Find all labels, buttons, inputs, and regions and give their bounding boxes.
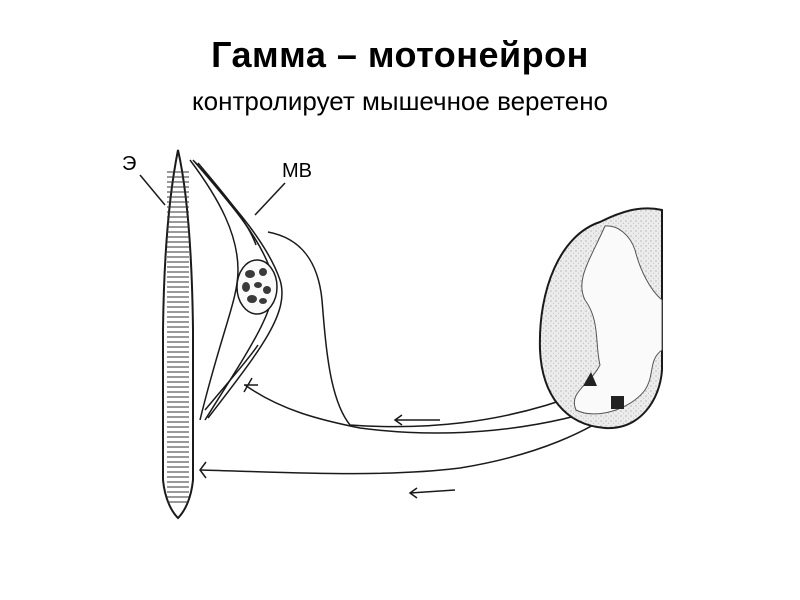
label-spindle: МВ <box>282 160 312 182</box>
alpha-end-plate <box>199 461 207 479</box>
gamma-motoneuron-soma <box>583 372 597 386</box>
alpha-motor-fiber <box>199 407 621 475</box>
direction-arrows <box>393 414 456 499</box>
afferent-fiber <box>267 231 586 428</box>
slide-title: Гамма – мотонейрон <box>211 34 589 75</box>
label-extrafusal: Э <box>122 153 136 175</box>
gamma-motor-fiber <box>244 384 617 434</box>
alpha-motoneuron-soma <box>611 396 624 409</box>
grey-matter <box>573 225 663 415</box>
slide-subtitle: контролирует мышечное веретено <box>191 86 609 116</box>
extrafusal-fiber <box>162 149 194 520</box>
label-pointers <box>139 174 286 216</box>
gamma-end-plate <box>243 377 258 393</box>
nuclear-bag <box>236 259 278 315</box>
fiber-striations <box>167 171 189 503</box>
spinal-cord-section <box>538 207 663 430</box>
